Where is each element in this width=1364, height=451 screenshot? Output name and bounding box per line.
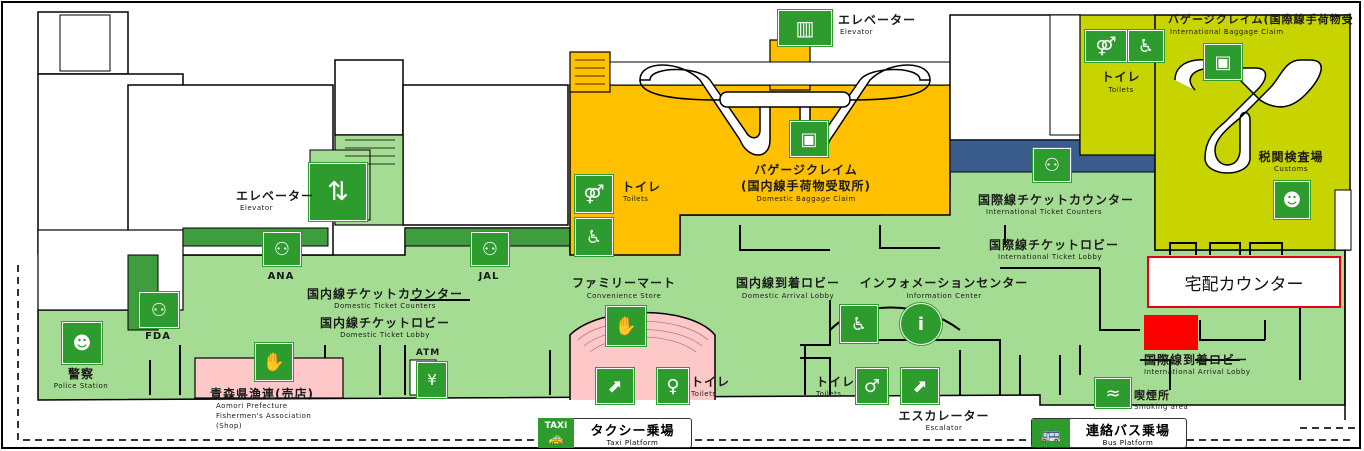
people-counter-icon: ⚇ [471,232,509,266]
bus-icon: 🚌 [1032,419,1070,447]
delivery-counter-callout: 宅配カウンター [1147,256,1341,308]
toilet-bottom2-label-en: Toilets [816,390,842,398]
dom-arrival-lobby-label-en: Domestic Arrival Lobby [741,292,835,300]
toilet-bottom2-label: トイレ [816,375,856,389]
jal-label: JAL [478,271,500,282]
atm-label: ATM [415,348,441,358]
bus-platform-label: 連絡バス乗場 [1085,423,1170,439]
international-baggage-claim-area [1154,14,1351,251]
toilet-intl-label-en: Toilets [1108,86,1134,94]
shopping-icon: ✋ [606,306,646,346]
dom-baggage-label-en: Domestic Baggage Claim [756,195,856,203]
info-center-label: インフォメーションセンター [859,276,1029,290]
toilet-intl-label: トイレ [1101,70,1141,84]
toilet-yellow-label: トイレ [622,180,662,194]
toilet-icon: ⚤ [575,175,613,213]
dom-arrival-lobby-label: 国内線到着ロビー [735,276,841,290]
smoking-icon: ≈ [1095,378,1131,408]
information-icon: i [900,303,942,345]
dom-ticket-lobby-label-en: Domestic Ticket Lobby [340,331,430,339]
toilet-yellow-label-en: Toilets [623,195,649,203]
people-counter-icon: ⚇ [263,232,301,266]
dom-ticket-lobby-label: 国内線チケットロビー [319,316,451,330]
taxi-platform-label-en: Taxi Platform [606,438,659,447]
intl-baggage-label: バゲージクレイム(国際線手荷物受 [1168,13,1354,26]
wheelchair-icon: ♿ [840,305,878,343]
intl-ticket-lobby-label-en: International Ticket Lobby [998,253,1102,261]
aomori-shop-label: 青森県漁連(売店) [210,387,314,401]
bus-platform-badge: 🚌 連絡バス乗場 Bus Platform [1031,418,1187,448]
customs-icon: ☻ [1274,181,1310,219]
atm-icon: ¥ [417,362,447,398]
baggage-icon: ▣ [1204,44,1242,80]
escalator-label: エスカレーター [898,409,990,423]
elevator-left-label: エレベーター [236,189,315,203]
delivery-counter-marker [1144,315,1198,350]
intl-ticket-lobby-label: 国際線チケットロビー [988,238,1120,252]
taxi-icon: TAXI 🚕 [538,418,574,448]
people-counter-icon: ⚇ [139,292,179,328]
dom-baggage-label-1: バゲージクレイム [754,163,858,177]
wheelchair-icon: ♿ [575,218,613,256]
escalator-label-en: Escalator [925,424,963,432]
aomori-shop-label-en-2: Fishermen's Association [216,412,312,420]
toilet-bottom1-label-en: Toilets [691,390,717,398]
intl-arrival-lobby-label-en: International Arrival Lobby [1144,368,1251,376]
toilet-bottom1-label: トイレ [691,375,731,389]
escalator-icon: ⬈ [901,368,939,404]
police-icon: ☻ [62,322,102,364]
dom-ticket-counter-label: 国内線チケットカウンター [306,287,464,301]
intl-arrival-lobby-label: 国際線到着ロビー [1144,353,1249,367]
police-label: 警察 [67,367,95,381]
smoking-label: 喫煙所 [1134,389,1170,402]
toilet-icon: ♂ [856,368,888,404]
intl-baggage-label-en: International Baggage Claim [1170,28,1284,36]
escalator-icon: ⬈ [596,368,634,404]
ana-label: ANA [267,271,295,282]
family-mart-label-en: Convenience Store [586,292,662,300]
smoking-label-en: Smoking area [1134,403,1189,411]
baggage-icon: ▣ [790,121,828,157]
toilet-icon: ⚤ [1085,30,1127,62]
intl-ticket-counter-label-en: International Ticket Counters [986,208,1102,216]
elevator-icon: ⇅ [309,163,367,221]
shopping-icon: ✋ [255,343,293,381]
dom-ticket-counter-label-en: Domestic Ticket Counters [334,302,436,310]
customs-label: 税関検査場 [1258,150,1324,164]
people-counter-icon: ⚇ [1033,148,1071,182]
fda-label: FDA [145,331,171,342]
aomori-shop-label-en-3: (Shop) [216,422,243,430]
elevator-left-label-en: Elevator [240,204,274,212]
dom-baggage-label-2: (国内線手荷物受取所) [741,179,871,193]
customs-label-en: Customs [1274,165,1308,173]
elevator-top-label: エレベーター [838,13,917,27]
bus-platform-label-en: Bus Platform [1102,438,1154,447]
taxi-platform-badge: TAXI 🚕 タクシー乗場 Taxi Platform [538,418,692,448]
intl-ticket-counter-label: 国際線チケットカウンター [977,193,1135,207]
family-mart-label: ファミリーマート [571,276,677,290]
elevator-top-label-en: Elevator [840,28,874,36]
police-label-en: Police Station [53,382,109,390]
taxi-tag: TAXI [544,421,568,431]
wheelchair-icon: ♿ [1128,30,1164,62]
toilet-icon: ♀ [657,368,689,404]
taxi-platform-label: タクシー乗場 [590,423,675,439]
aomori-shop-label-en-1: Aomori Prefecture [216,402,288,410]
elevator-icon: ▥ [778,10,832,46]
info-center-label-en: Information Center [906,292,982,300]
